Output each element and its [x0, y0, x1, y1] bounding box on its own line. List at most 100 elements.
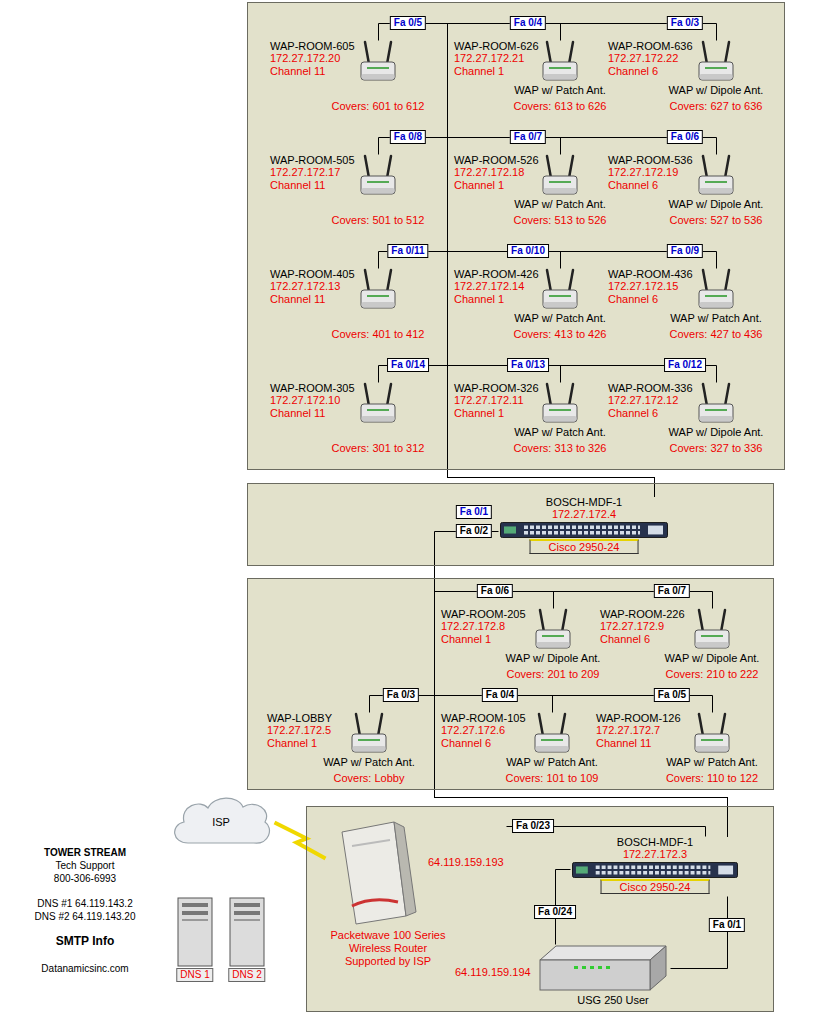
device-name: WAP-ROOM-205 — [441, 608, 526, 621]
port-label: Fa 0/4 — [510, 16, 546, 30]
network-cable — [448, 138, 655, 497]
coverage: Covers: 401 to 412 — [332, 328, 425, 341]
device-name: WAP-ROOM-305 — [270, 382, 355, 395]
coverage: Covers: 413 to 426 — [514, 328, 607, 341]
antenna-type: WAP w/ Patch Ant. — [514, 198, 606, 211]
server-icons — [178, 898, 264, 966]
access-point: WAP-ROOM-326172.27.172.11Channel 1WAP w/… — [454, 382, 609, 457]
access-point: WAP-ROOM-105172.27.172.6Channel 6WAP w/ … — [441, 712, 601, 787]
firewall-icon — [540, 946, 666, 990]
access-point: WAP-ROOM-226172.27.172.9Channel 6WAP w/ … — [600, 608, 762, 683]
coverage: Covers: Lobby — [334, 772, 405, 785]
wap-icon — [361, 384, 395, 422]
channel: Channel 1 — [454, 179, 504, 192]
ip-address: 172.27.172.21 — [454, 52, 524, 65]
channel: Channel 6 — [608, 293, 658, 306]
ip-address: 172.27.172.3 — [623, 848, 687, 861]
coverage: Covers: 201 to 209 — [507, 668, 600, 681]
coverage: Covers: 301 to 312 — [332, 442, 425, 455]
port-label: Fa 0/24 — [534, 905, 576, 919]
device-name: WAP-ROOM-105 — [441, 712, 526, 725]
panel-fill — [247, 578, 774, 790]
channel: Channel 6 — [600, 633, 650, 646]
server-label: DNS 2 — [228, 968, 265, 982]
access-point: WAP-ROOM-636172.27.172.22Channel 6WAP w/… — [608, 40, 766, 115]
device-name: BOSCH-MDF-1 — [617, 836, 693, 849]
coverage: Covers: 110 to 122 — [666, 772, 758, 785]
network-cable — [448, 252, 717, 497]
channel: Channel 11 — [596, 737, 651, 750]
model-label: Cisco 2950-24 — [601, 879, 710, 894]
coverage: Covers: 613 to 626 — [514, 100, 607, 113]
device-name: WAP-ROOM-336 — [608, 382, 693, 395]
led — [590, 966, 594, 969]
ip-address: 172.27.172.8 — [441, 620, 505, 633]
wireless-router: 64.119.159.193Packetwave 100 Series Wire… — [325, 816, 506, 970]
ip-address: 172.27.172.15 — [608, 280, 678, 293]
router-vent — [352, 840, 390, 846]
access-point: WAP-ROOM-405172.27.172.13Channel 11Cover… — [270, 268, 427, 343]
ip-address: 172.27.172.11 — [454, 394, 524, 407]
antenna-type: WAP w/ Patch Ant. — [514, 84, 606, 97]
port-label: Fa 0/7 — [510, 130, 546, 144]
panel-fill — [247, 483, 774, 566]
coverage: Covers: 427 to 436 — [670, 328, 763, 341]
router-logo — [352, 900, 398, 906]
box-side — [650, 946, 666, 990]
ip-address: 172.27.172.20 — [270, 52, 340, 65]
coverage: Covers: 627 to 636 — [670, 100, 763, 113]
wap-icon — [361, 270, 395, 308]
server-tower — [230, 898, 264, 966]
coverage: Covers: 501 to 512 — [332, 214, 425, 227]
server-bay — [182, 903, 208, 907]
panel-fills — [247, 2, 785, 1012]
port-label: Fa 0/11 — [387, 244, 428, 258]
section-heading: SMTP Info — [56, 934, 114, 949]
info-text: Tech Support — [56, 859, 115, 872]
wap-icon — [543, 42, 577, 80]
server-tower — [178, 898, 212, 966]
network-cable — [435, 592, 728, 837]
model-label: Cisco 2950-24 — [530, 539, 639, 554]
panel-fill — [247, 2, 785, 470]
antenna-type: WAP w/ Dipole Ant. — [506, 652, 601, 665]
channel: Channel 1 — [454, 293, 504, 306]
access-point: WAP-ROOM-205172.27.172.8Channel 1WAP w/ … — [441, 608, 603, 683]
port-label: Fa 0/3 — [667, 16, 703, 30]
port-label: Fa 0/10 — [507, 244, 549, 258]
access-point: WAP-ROOM-426172.27.172.14Channel 1WAP w/… — [454, 268, 609, 343]
ip-address: 172.27.172.4 — [552, 508, 616, 521]
server-bay — [182, 911, 208, 915]
port-label: Fa 0/2 — [456, 524, 492, 538]
server-label: DNS 1 — [176, 968, 213, 982]
floor-panel: WAP-ROOM-605172.27.172.20Channel 11Cover… — [247, 2, 785, 470]
port-label: Fa 0/9 — [667, 244, 703, 258]
network-cable — [671, 897, 728, 969]
channel: Channel 6 — [441, 737, 491, 750]
device-name: WAP-ROOM-605 — [270, 40, 355, 53]
channel: Channel 1 — [267, 737, 317, 750]
port-label: Fa 0/13 — [507, 358, 549, 372]
device-name: WAP-ROOM-126 — [596, 712, 681, 725]
wireless-link — [275, 823, 326, 859]
ip-address: 172.27.172.5 — [267, 724, 331, 737]
device-name: WAP-ROOM-526 — [454, 154, 539, 167]
port-label: Fa 0/5 — [654, 688, 690, 702]
wap-icon — [361, 42, 395, 80]
device-name: WAP-ROOM-536 — [608, 154, 693, 167]
device-name: WAP-ROOM-405 — [270, 268, 355, 281]
access-point: WAP-ROOM-336172.27.172.12Channel 6WAP w/… — [608, 382, 766, 457]
access-point: WAP-ROOM-536172.27.172.19Channel 6WAP w/… — [608, 154, 766, 229]
device-name: USG 250 User — [577, 994, 649, 1007]
server-bay — [182, 919, 208, 921]
network-switch: BOSCH-MDF-1172.27.172.4Cisco 2950-24 — [498, 496, 670, 556]
access-point: WAP-ROOM-605172.27.172.20Channel 11Cover… — [270, 40, 427, 115]
wap-icon — [699, 270, 733, 308]
wap-icon — [361, 156, 395, 194]
network-switch: BOSCH-MDF-1172.27.172.3Cisco 2950-24 — [570, 836, 740, 896]
router-icon — [342, 822, 416, 924]
port-label: Fa 0/6 — [477, 584, 513, 598]
